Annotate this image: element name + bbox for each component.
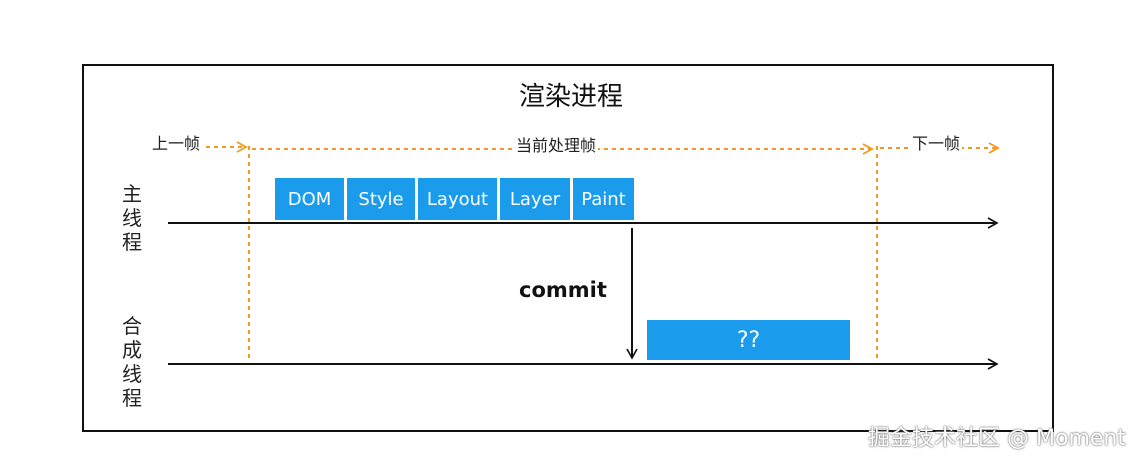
previous-frame-label: 上一帧 [150, 134, 203, 153]
next-frame-label: 下一帧 [910, 134, 963, 153]
task-style: Style [347, 178, 415, 220]
task-layout: Layout [418, 178, 497, 220]
main-thread-label: 主线程 [122, 182, 142, 254]
task-dom: DOM [275, 178, 344, 220]
task-paint: Paint [573, 178, 634, 220]
diagram-title: 渲染进程 [518, 82, 623, 112]
watermark: 掘金技术社区 @ Moment [868, 426, 1126, 451]
current-frame-label: 当前处理帧 [514, 136, 599, 155]
compositor-thread-label: 合成线程 [122, 314, 142, 410]
commit-label: commit [519, 278, 607, 302]
render-process-frame [82, 64, 1054, 432]
compositor-task: ?? [647, 320, 850, 360]
task-layer: Layer [500, 178, 570, 220]
